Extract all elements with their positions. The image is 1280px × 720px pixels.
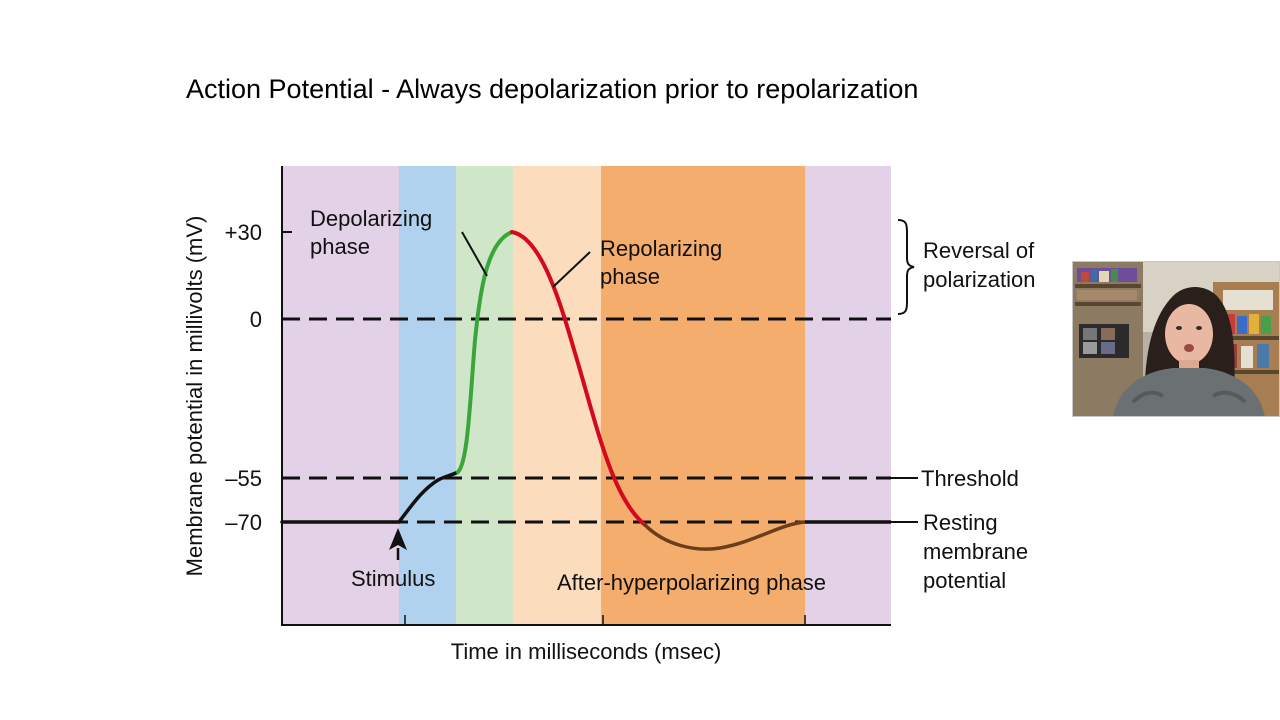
x-axis-label: Time in milliseconds (msec) xyxy=(451,639,722,664)
curve-depolarizing xyxy=(456,230,514,474)
reversal-label-line2: polarization xyxy=(923,267,1036,292)
reversal-label-line1: Reversal of xyxy=(923,238,1035,263)
band-after-hyperpolarizing xyxy=(601,166,805,625)
reversal-brace xyxy=(897,219,915,315)
tick-label-minus55: –55 xyxy=(225,466,262,491)
depolarizing-label-line1: Depolarizing xyxy=(310,206,432,231)
tick-label-plus30: +30 xyxy=(225,220,262,245)
depolarizing-leader xyxy=(461,231,488,277)
slide-title: Action Potential - Always depolarization… xyxy=(186,74,919,104)
stimulus-arrow-head xyxy=(389,528,407,550)
resting-label-line1: Resting xyxy=(923,510,998,535)
presenter-webcam xyxy=(1072,261,1280,417)
resting-label-line2: membrane xyxy=(923,539,1028,564)
curve-after-hyperpolarizing xyxy=(643,520,807,551)
presenter-image xyxy=(1073,262,1279,416)
resting-label-line3: potential xyxy=(923,568,1006,593)
band-resting-left xyxy=(282,166,399,625)
repolarizing-label-line1: Repolarizing xyxy=(600,236,722,261)
depolarizing-label-line2: phase xyxy=(310,234,370,259)
y-axis-label: Membrane potential in millivolts (mV) xyxy=(182,216,207,577)
tick-label-minus70: –70 xyxy=(225,510,262,535)
curve-repolarizing xyxy=(510,230,647,527)
repolarizing-label-line2: phase xyxy=(600,264,660,289)
tick-label-0: 0 xyxy=(250,307,262,332)
curve-resting xyxy=(280,470,460,524)
band-depolarizing xyxy=(456,166,513,625)
band-resting-right xyxy=(805,166,891,625)
stimulus-label: Stimulus xyxy=(351,566,435,591)
threshold-label: Threshold xyxy=(921,466,1019,491)
after-hyperpolarizing-label: After-hyperpolarizing phase xyxy=(557,570,826,595)
repolarizing-leader xyxy=(552,251,591,288)
band-stimulus xyxy=(399,166,456,625)
